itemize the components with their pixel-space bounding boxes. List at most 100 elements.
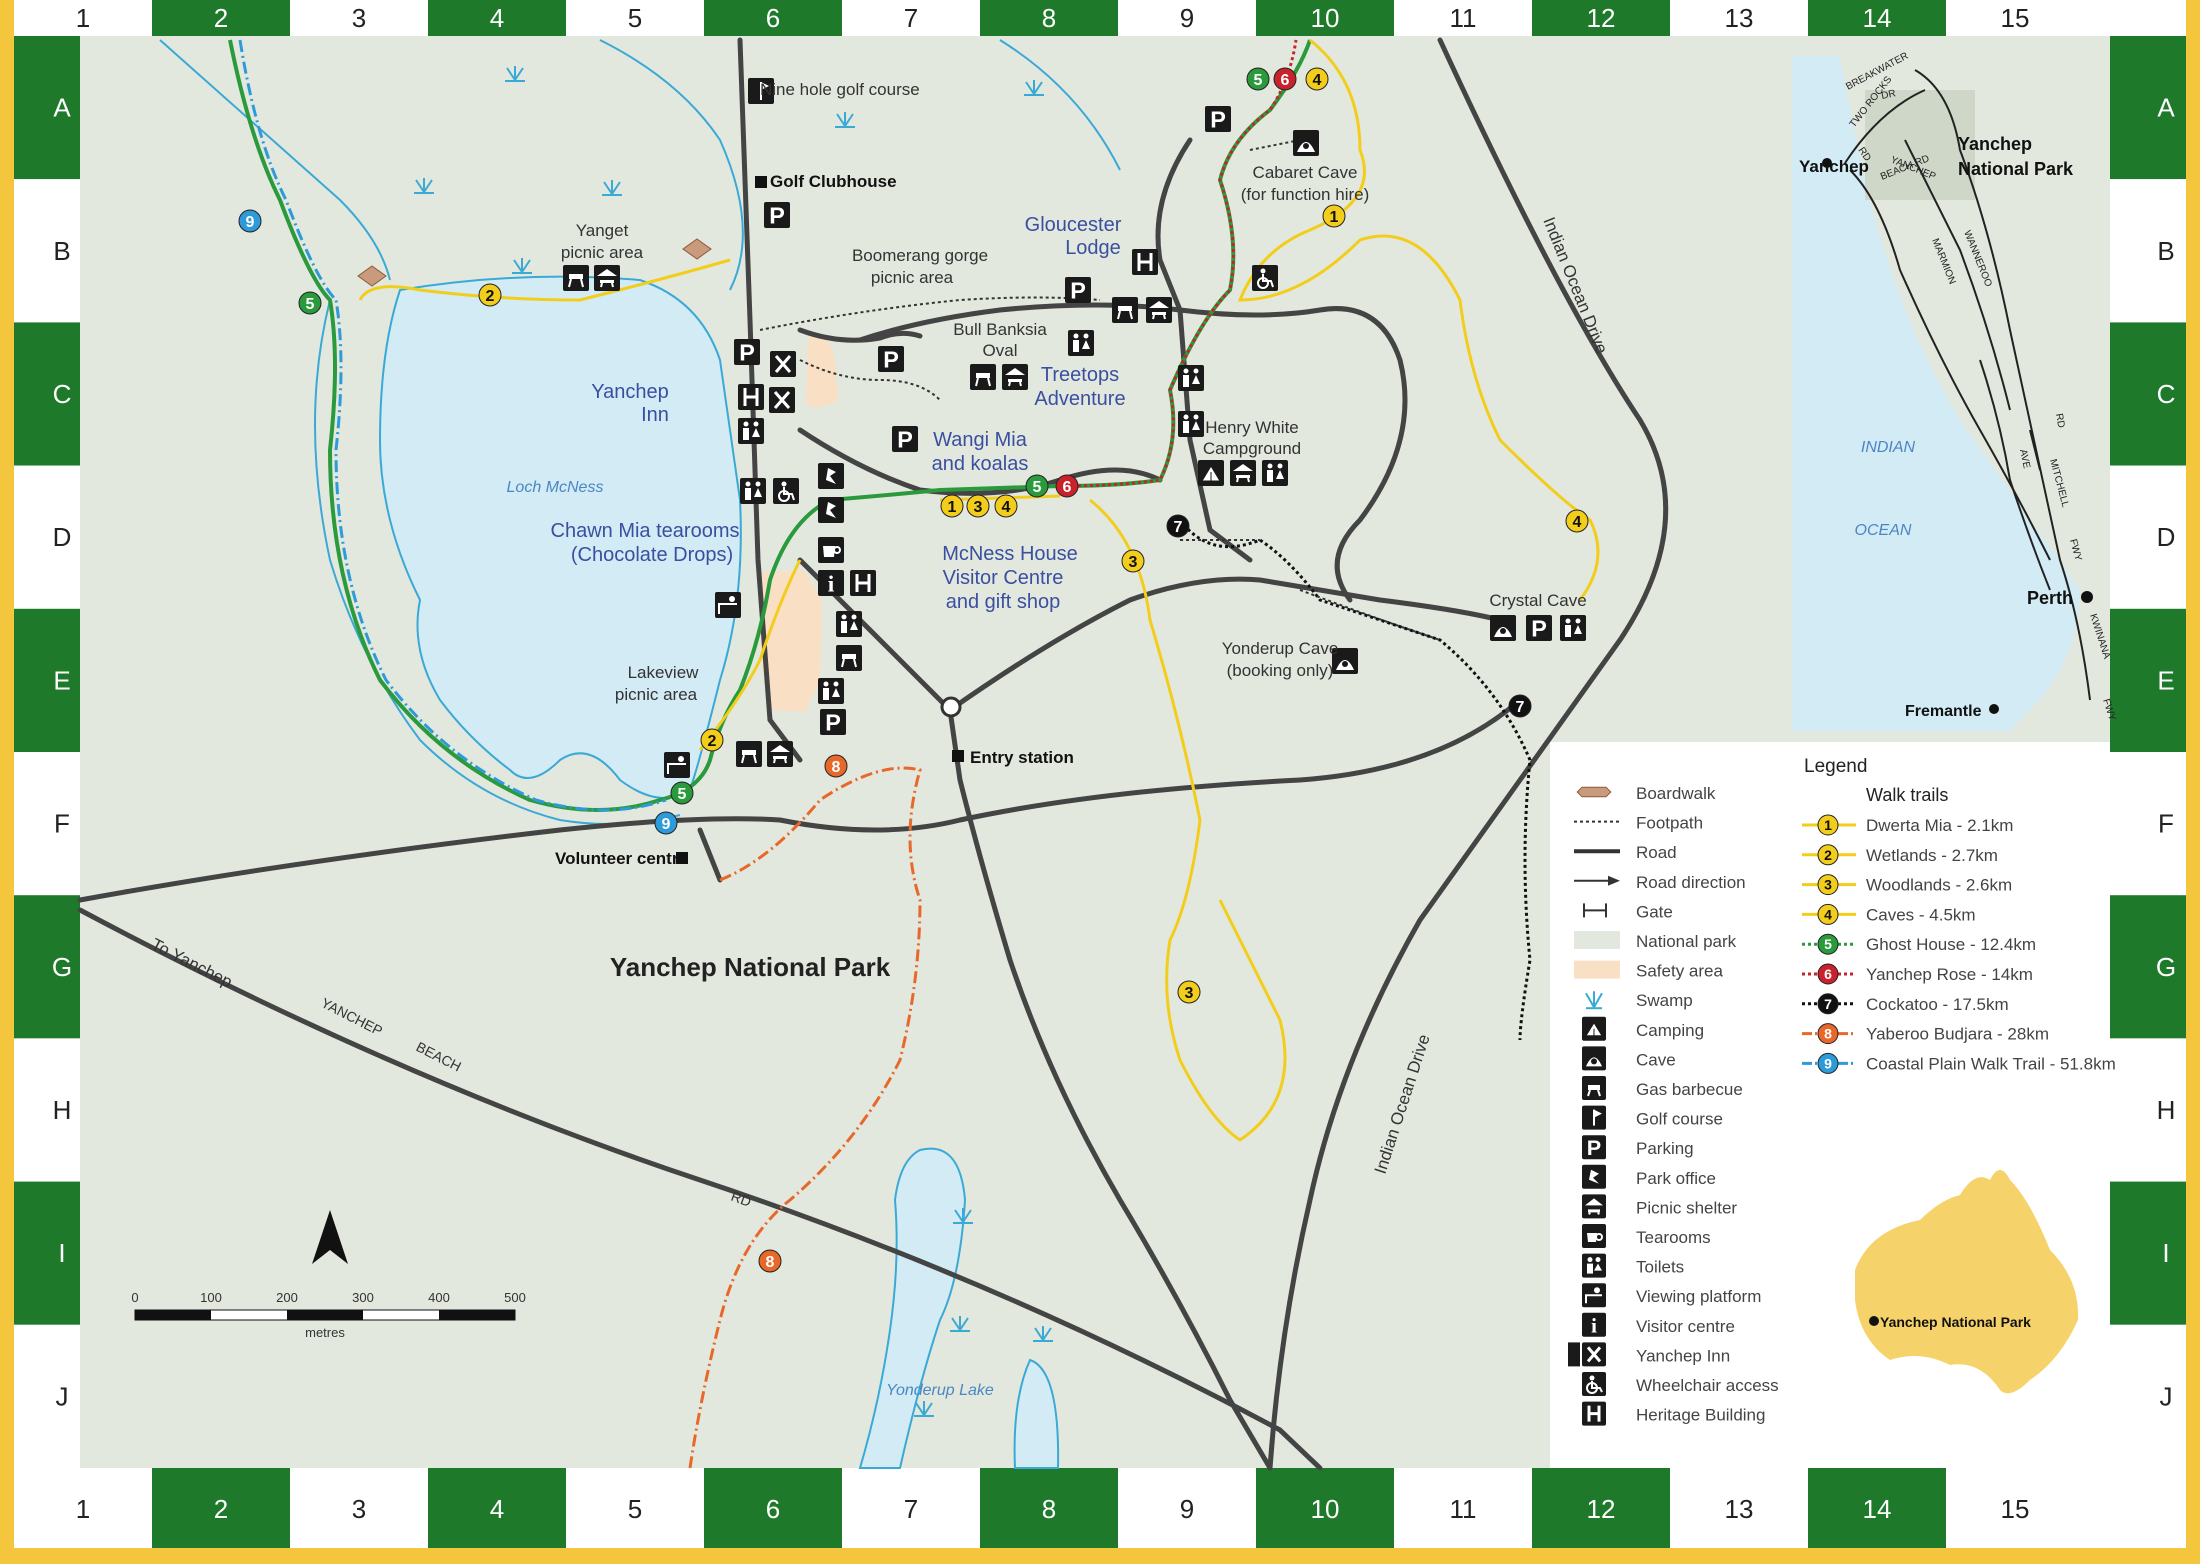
trail-marker-7 bbox=[1166, 514, 1190, 538]
legend-item-road: Road bbox=[1636, 843, 1677, 862]
parking-icon: P bbox=[820, 709, 846, 735]
camping-icon bbox=[1582, 1016, 1606, 1041]
swamp-icon bbox=[953, 1208, 973, 1224]
tearooms-icon bbox=[818, 537, 844, 563]
scale-tick-300: 300 bbox=[352, 1290, 374, 1305]
wetland-edge-south bbox=[314, 299, 681, 825]
label-chawn-mia-1: Chawn Mia tearooms bbox=[551, 520, 740, 542]
grid-row-right-B: B bbox=[2157, 236, 2174, 266]
label-bull-banksia-2: Oval bbox=[983, 341, 1018, 360]
label-cabaret-1: Cabaret Cave bbox=[1253, 163, 1358, 182]
road-gloucester bbox=[1155, 137, 1193, 313]
grid-col-top-6: 6 bbox=[766, 3, 780, 33]
picnic-shelter-icon bbox=[767, 741, 793, 767]
grid-row-right-bg-I bbox=[2110, 1181, 2186, 1325]
road-direction-icon bbox=[1574, 875, 1620, 886]
trail-marker-number: 8 bbox=[832, 759, 841, 776]
grid-row-left-bg-I bbox=[14, 1181, 80, 1325]
legend-item-gate: Gate bbox=[1636, 902, 1673, 921]
legend-trail-number: 9 bbox=[1824, 1055, 1832, 1071]
australia-park-dot bbox=[1869, 1316, 1879, 1326]
label-cabaret-2: (for function hire) bbox=[1241, 185, 1370, 204]
trail-caves bbox=[1237, 38, 1600, 601]
grid-col-bottom-11: 11 bbox=[1450, 1494, 1477, 1524]
grid-col-top-bg-8 bbox=[980, 0, 1118, 36]
road-yonderup bbox=[947, 576, 1503, 713]
trail-marker-number: 5 bbox=[1254, 72, 1263, 89]
grid-row-right-I: I bbox=[2162, 1238, 2169, 1268]
svg-text:P: P bbox=[897, 426, 913, 452]
cave-icon bbox=[1582, 1046, 1606, 1071]
grid-row-left-D: D bbox=[53, 522, 72, 552]
yanchep-inn-icon bbox=[770, 351, 796, 377]
trail-marker-2 bbox=[478, 283, 502, 307]
grid-col-bottom-6: 6 bbox=[766, 1494, 780, 1524]
grid-col-bottom-2: 2 bbox=[214, 1494, 228, 1524]
trail-marker-number: 2 bbox=[708, 733, 717, 750]
swamp-icon bbox=[512, 258, 532, 274]
grid-col-bottom-9: 9 bbox=[1180, 1494, 1194, 1524]
golf-course-icon bbox=[1582, 1105, 1606, 1130]
trail-marker-number: 3 bbox=[974, 499, 983, 516]
trail-marker-number: 2 bbox=[486, 288, 495, 305]
grid-col-top-bg-3 bbox=[290, 0, 428, 36]
legend-trail-number: 3 bbox=[1824, 877, 1832, 893]
legend-trail-marker-9 bbox=[1817, 1052, 1839, 1074]
grid-col-bottom-bg-9 bbox=[1118, 1468, 1256, 1548]
north-arrow-icon bbox=[312, 1210, 348, 1264]
boardwalk-icon bbox=[357, 265, 387, 287]
grid-row-right-H: H bbox=[2157, 1095, 2176, 1125]
scale-bar-seg-3 bbox=[287, 1310, 363, 1320]
label-loch-mcness: Loch McNess bbox=[507, 479, 604, 496]
grid-col-bottom-bg-12 bbox=[1532, 1468, 1670, 1548]
trail-yaberoo-budjara bbox=[688, 766, 922, 1469]
trail-marker-1 bbox=[940, 494, 964, 518]
trail-marker-4 bbox=[1305, 67, 1329, 91]
swamp-icon bbox=[602, 180, 622, 196]
grid-col-top-bg-15 bbox=[1946, 0, 2084, 36]
grid-col-top-bg-9 bbox=[1118, 0, 1256, 36]
grid-col-bottom-bg-1 bbox=[14, 1468, 152, 1548]
grid-col-top-bg-12 bbox=[1532, 0, 1670, 36]
toilets-icon bbox=[1178, 411, 1204, 437]
legend-item-visitor-centre: Visitor centre bbox=[1636, 1317, 1735, 1336]
parking-icon: P bbox=[1205, 106, 1231, 132]
inset-label-yanchep: Yanchep bbox=[1799, 157, 1869, 176]
trail-marker-number: 3 bbox=[1129, 554, 1138, 571]
label-yanget-1: Yanget bbox=[576, 221, 629, 240]
grid-col-bottom-10: 10 bbox=[1311, 1494, 1340, 1524]
grid-row-left-bg-C bbox=[14, 322, 80, 466]
trail-marker-number: 9 bbox=[662, 816, 671, 833]
grid-col-bottom-7: 7 bbox=[904, 1494, 918, 1524]
grid-row-left-bg-G bbox=[14, 895, 80, 1039]
legend-trail-marker-6 bbox=[1817, 963, 1839, 985]
legend-item-wheelchair: Wheelchair access bbox=[1636, 1376, 1779, 1395]
label-golf: Nine hole golf course bbox=[760, 80, 920, 99]
legend-item-swamp: Swamp bbox=[1636, 991, 1693, 1010]
grid-row-right-bg-H bbox=[2110, 1038, 2186, 1182]
grid-col-top-7: 7 bbox=[904, 3, 918, 33]
wetland-edge-ne bbox=[999, 39, 1121, 171]
legend-item-camping: Camping bbox=[1636, 1021, 1704, 1040]
trail-marker-8 bbox=[824, 754, 848, 778]
gas-barbecue-icon bbox=[1582, 1076, 1606, 1100]
inset-label-perth: Perth bbox=[2027, 588, 2073, 608]
footpaths bbox=[759, 139, 1441, 641]
grid-col-top-11: 11 bbox=[1450, 3, 1477, 33]
grid-col-bottom-15: 15 bbox=[2001, 1494, 2030, 1524]
picnic-shelter-icon bbox=[1230, 460, 1256, 486]
picnic-shelter-icon bbox=[594, 265, 620, 291]
legend-trail-marker-5 bbox=[1817, 933, 1839, 955]
australia-park-label: Yanchep National Park bbox=[1880, 1314, 2031, 1330]
inset-map: Yanchep Yanchep National Park Perth Frem… bbox=[1792, 51, 2118, 731]
swamp-icon bbox=[1024, 80, 1044, 96]
scale-bar-seg-5 bbox=[439, 1310, 515, 1320]
trail-woodlands bbox=[1089, 498, 1287, 1142]
visitor-centre-icon: i bbox=[818, 570, 844, 597]
road-yanchep-beach bbox=[77, 907, 1323, 1471]
legend-panel: Legend Walk trails BoardwalkFootpathRoad… bbox=[1550, 742, 2116, 1468]
grid-col-bottom-bg-4 bbox=[428, 1468, 566, 1548]
